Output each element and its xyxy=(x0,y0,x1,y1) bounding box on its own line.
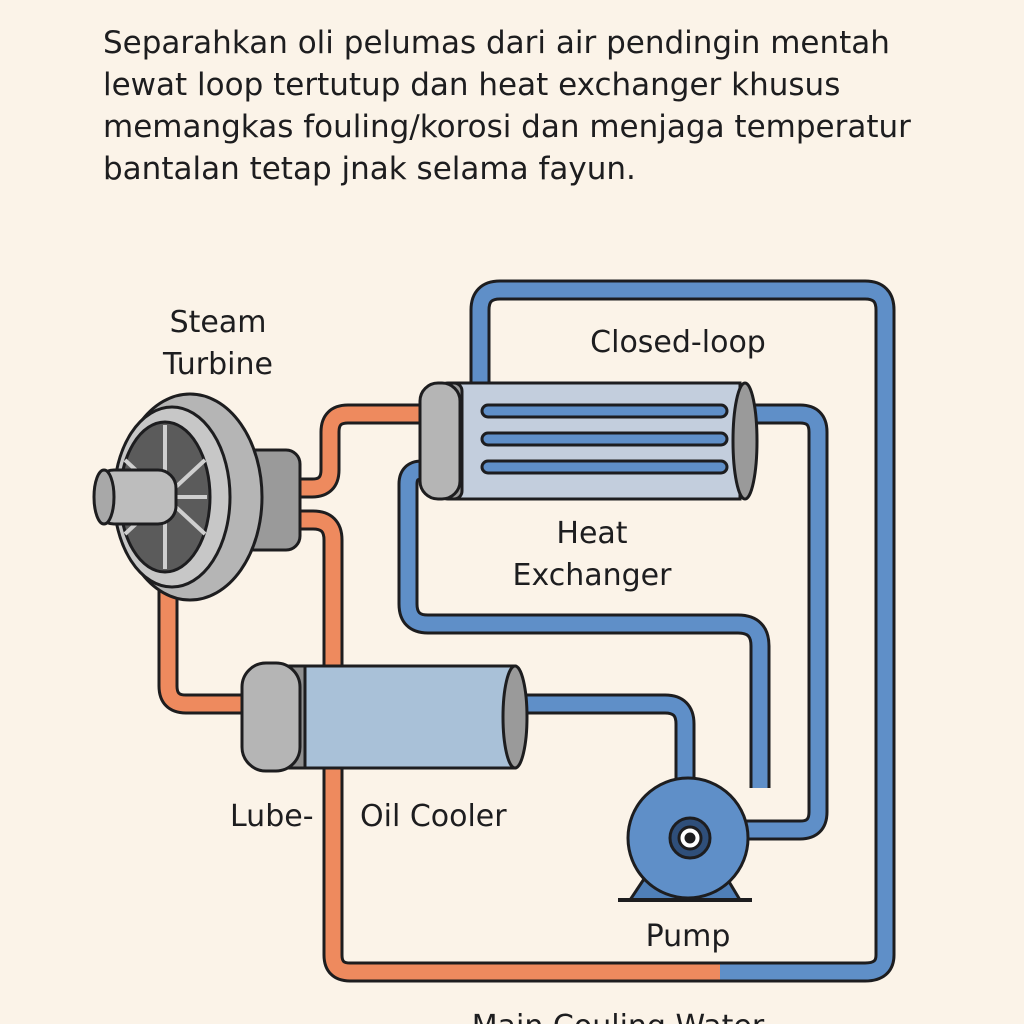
oil-pipe-to-exchanger xyxy=(290,403,430,499)
description-text: Separahkan oli pelumas dari air pendingi… xyxy=(103,22,983,190)
description-line-4: bantalan tetap jnak selama fayun. xyxy=(103,151,636,187)
cooler-to-pump-pipe xyxy=(520,693,696,795)
label-main-cooling-water: Main Couling Water xyxy=(472,1009,765,1024)
label-steam-turbine-line1: Steam xyxy=(170,305,267,340)
lube-oil-cooler xyxy=(240,661,529,773)
steam-turbine xyxy=(92,392,302,602)
description-line-3: memangkas fouling/korosi dan menjaga tem… xyxy=(103,109,911,145)
heat-exchanger xyxy=(418,381,759,501)
closed-loop-supply-pipe xyxy=(735,403,829,841)
pump xyxy=(618,776,752,902)
label-heat-exchanger-line1: Heat xyxy=(556,516,627,551)
label-steam-turbine-line2: Turbine xyxy=(162,347,273,382)
closed-loop-outer-pipe xyxy=(469,279,896,983)
label-lube: Lube- xyxy=(230,799,314,834)
heat-exchanger-tubes xyxy=(480,403,729,475)
label-heat-exchanger-line2: Exchanger xyxy=(513,558,673,593)
description-line-1: Separahkan oli pelumas dari air pendingi… xyxy=(103,25,890,61)
closed-loop-return-pipe xyxy=(397,459,771,788)
oil-pipe-to-cooler xyxy=(157,590,265,715)
label-oil-cooler: Oil Cooler xyxy=(360,799,507,834)
label-closed-loop: Closed-loop xyxy=(590,325,766,360)
label-pump: Pump xyxy=(646,919,731,954)
description-line-2: lewat loop tertutup dan heat exchanger k… xyxy=(103,67,841,103)
